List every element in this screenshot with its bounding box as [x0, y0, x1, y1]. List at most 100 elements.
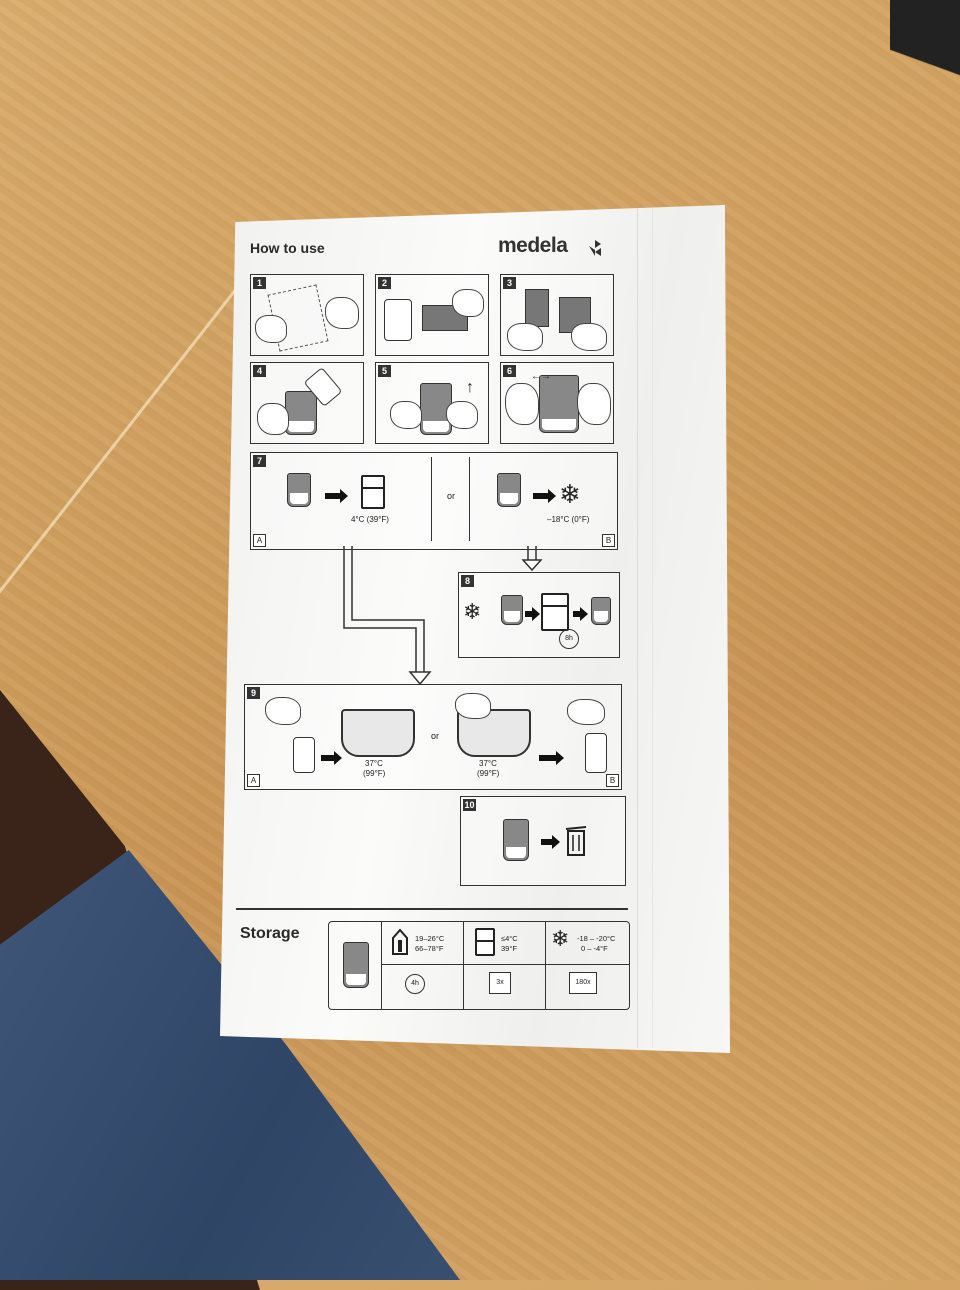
snowflake-icon: ❄	[463, 599, 482, 624]
hand-right	[571, 323, 607, 351]
instruction-print: How to use medela 1 2 3 4 5 ↑ 6	[230, 220, 630, 1020]
step-9-panel: 9 37°C (99°F) or 37°C (99°F) A B	[244, 684, 622, 790]
column-divider	[381, 922, 382, 1009]
fridge-temp-f: 39°F	[501, 944, 517, 953]
arrow-right-icon	[573, 607, 588, 621]
row-divider	[381, 964, 629, 965]
step-number: 8	[461, 575, 474, 587]
or-label: or	[447, 491, 456, 501]
empty-pouch	[503, 819, 529, 861]
arrow-right-icon	[525, 607, 540, 621]
frozen-pouch	[501, 595, 523, 625]
hand-pouring	[567, 699, 605, 725]
freezer-temp-c: -18 – -20°C	[577, 934, 616, 943]
freezer-icon: ❄	[551, 926, 570, 951]
arrow-right-icon	[325, 489, 348, 503]
step-number: 1	[253, 277, 266, 289]
pouch-sealed	[539, 375, 579, 433]
hand-right	[325, 297, 359, 329]
storage-table: 19–26°C 66–78°F 4h ≤4°C 39°F 3x ❄ -18 – …	[328, 921, 630, 1010]
bag-zip-seal	[637, 208, 653, 1048]
step-number: 3	[503, 277, 516, 289]
column-divider	[545, 922, 546, 1009]
how-to-use-title: How to use	[250, 240, 325, 256]
room-duration-icon: 4h	[405, 974, 425, 994]
fridge-days-icon: 3x	[489, 972, 511, 994]
pouch-b	[497, 473, 521, 507]
step-6-panel: 6 ←→	[500, 362, 614, 444]
option-a-badge: A	[247, 774, 260, 787]
column-divider	[463, 922, 464, 1009]
step-number: 4	[253, 365, 266, 377]
milk-storage-bag	[220, 205, 730, 1053]
temp-b: 37°C	[479, 759, 497, 768]
hand-left	[507, 323, 543, 351]
temp-b-f: (99°F)	[477, 769, 500, 778]
divider-left	[431, 457, 432, 541]
hand-left	[390, 401, 422, 429]
storage-pouch	[343, 942, 369, 988]
step-number: 7	[253, 455, 266, 467]
step-7-panel: 7 4°C (39°F) or ❄ –18°C (0°F) A B	[250, 452, 618, 550]
bag-tear	[525, 289, 549, 327]
arrow-right-icon	[321, 751, 342, 765]
step-3-panel: 3	[500, 274, 614, 356]
hand-writing	[452, 289, 484, 317]
freezer-temp-f: 0 – -4°F	[581, 944, 608, 953]
step-1-panel: 1	[250, 274, 364, 356]
fridge-icon	[475, 928, 495, 956]
step-number: 6	[503, 365, 516, 377]
hand-right	[446, 401, 478, 429]
step-number: 2	[378, 277, 391, 289]
brand-mark-icon	[589, 240, 601, 256]
step-8-panel: 8 ❄ 8h	[458, 572, 620, 658]
option-b-badge: B	[606, 774, 619, 787]
temp-a: 37°C	[365, 759, 383, 768]
dark-object-corner	[890, 0, 960, 110]
hand-left	[255, 315, 287, 343]
option-b-badge: B	[602, 534, 615, 547]
step-10-panel: 10	[460, 796, 626, 886]
step-2-panel: 2	[375, 274, 489, 356]
seal-arrows-icon: ←→	[531, 371, 551, 382]
hand-pouring	[265, 697, 301, 725]
fridge-icon	[361, 475, 385, 509]
temp-a-f: (99°F)	[363, 769, 386, 778]
room-temp-f: 66–78°F	[415, 944, 444, 953]
timer-icon: 8h	[559, 629, 579, 649]
water-pot	[341, 709, 415, 757]
pouch-filling	[285, 391, 317, 435]
option-a-badge: A	[253, 534, 266, 547]
pouch-a	[287, 473, 311, 507]
room-temp-icon	[392, 928, 408, 955]
storage-divider	[236, 908, 628, 910]
storage-title: Storage	[240, 925, 300, 942]
flow-arrows	[343, 546, 543, 686]
step-5-panel: 5 ↑	[375, 362, 489, 444]
step-number: 10	[463, 799, 476, 811]
snowflake-icon: ❄	[559, 479, 581, 509]
freezer-days-icon: 180x	[569, 972, 597, 994]
thawed-pouch	[591, 597, 611, 625]
step-number: 5	[378, 365, 391, 377]
arrow-up-icon: ↑	[466, 379, 474, 396]
fridge-icon	[541, 593, 569, 631]
hand-left	[505, 383, 539, 425]
fridge-temp: 4°C (39°F)	[351, 515, 389, 524]
arrow-right-icon	[533, 489, 556, 503]
feeding-bottle	[585, 733, 607, 773]
freezer-temp: –18°C (0°F)	[547, 515, 590, 524]
room-temp-c: 19–26°C	[415, 934, 445, 943]
brand-logo: medela	[498, 234, 568, 257]
arrow-right-icon	[539, 751, 564, 765]
step-number: 9	[247, 687, 260, 699]
step-4-panel: 4	[250, 362, 364, 444]
feeding-bottle	[293, 737, 315, 773]
hand-left	[257, 403, 289, 435]
fridge-temp-c: ≤4°C	[501, 934, 518, 943]
arrow-right-icon	[541, 835, 560, 849]
trash-icon	[565, 826, 587, 856]
pump-bottle	[384, 299, 412, 341]
hand-right	[577, 383, 611, 425]
divider-right	[469, 457, 470, 541]
